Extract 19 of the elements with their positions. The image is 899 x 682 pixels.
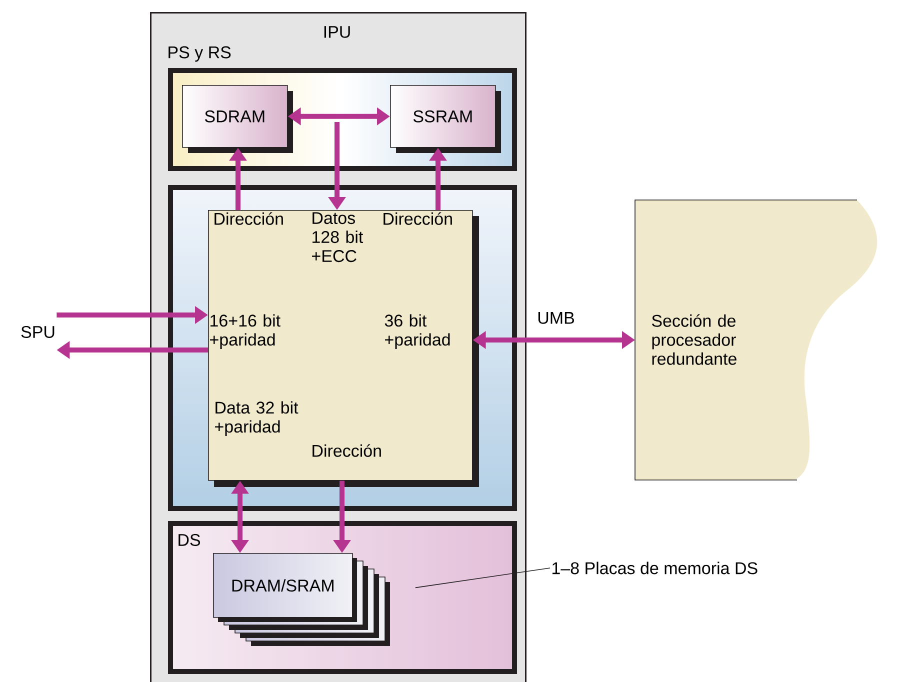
memory-box: SSRAM [390,85,496,148]
processor-section: Sección de procesador redundante [634,200,878,480]
unit-title: IPU [324,26,350,38]
port-label: Dirección [214,212,283,225]
leader-line [415,568,550,588]
edge-label: UMB [538,312,574,324]
port-label: Datos 128 bit +ECC [312,212,364,262]
controller-box [208,210,473,481]
port-label: Dirección [384,212,452,225]
panel-title: DS [178,534,200,546]
memory-box: SDRAM [182,85,288,148]
callout-text: 1–8 Placas de memoria DS [552,562,758,574]
port-label: 36 bit +paridad [384,314,450,350]
port-label: 16+16 bit +paridad [210,314,280,350]
unit-label: SPU [21,326,54,338]
port-label: Data 32 bit +paridad [215,401,298,436]
port-label: Dirección [312,444,381,457]
panel-title: PS y RS [168,46,231,62]
memory-card: DRAM/SRAM [213,553,353,618]
